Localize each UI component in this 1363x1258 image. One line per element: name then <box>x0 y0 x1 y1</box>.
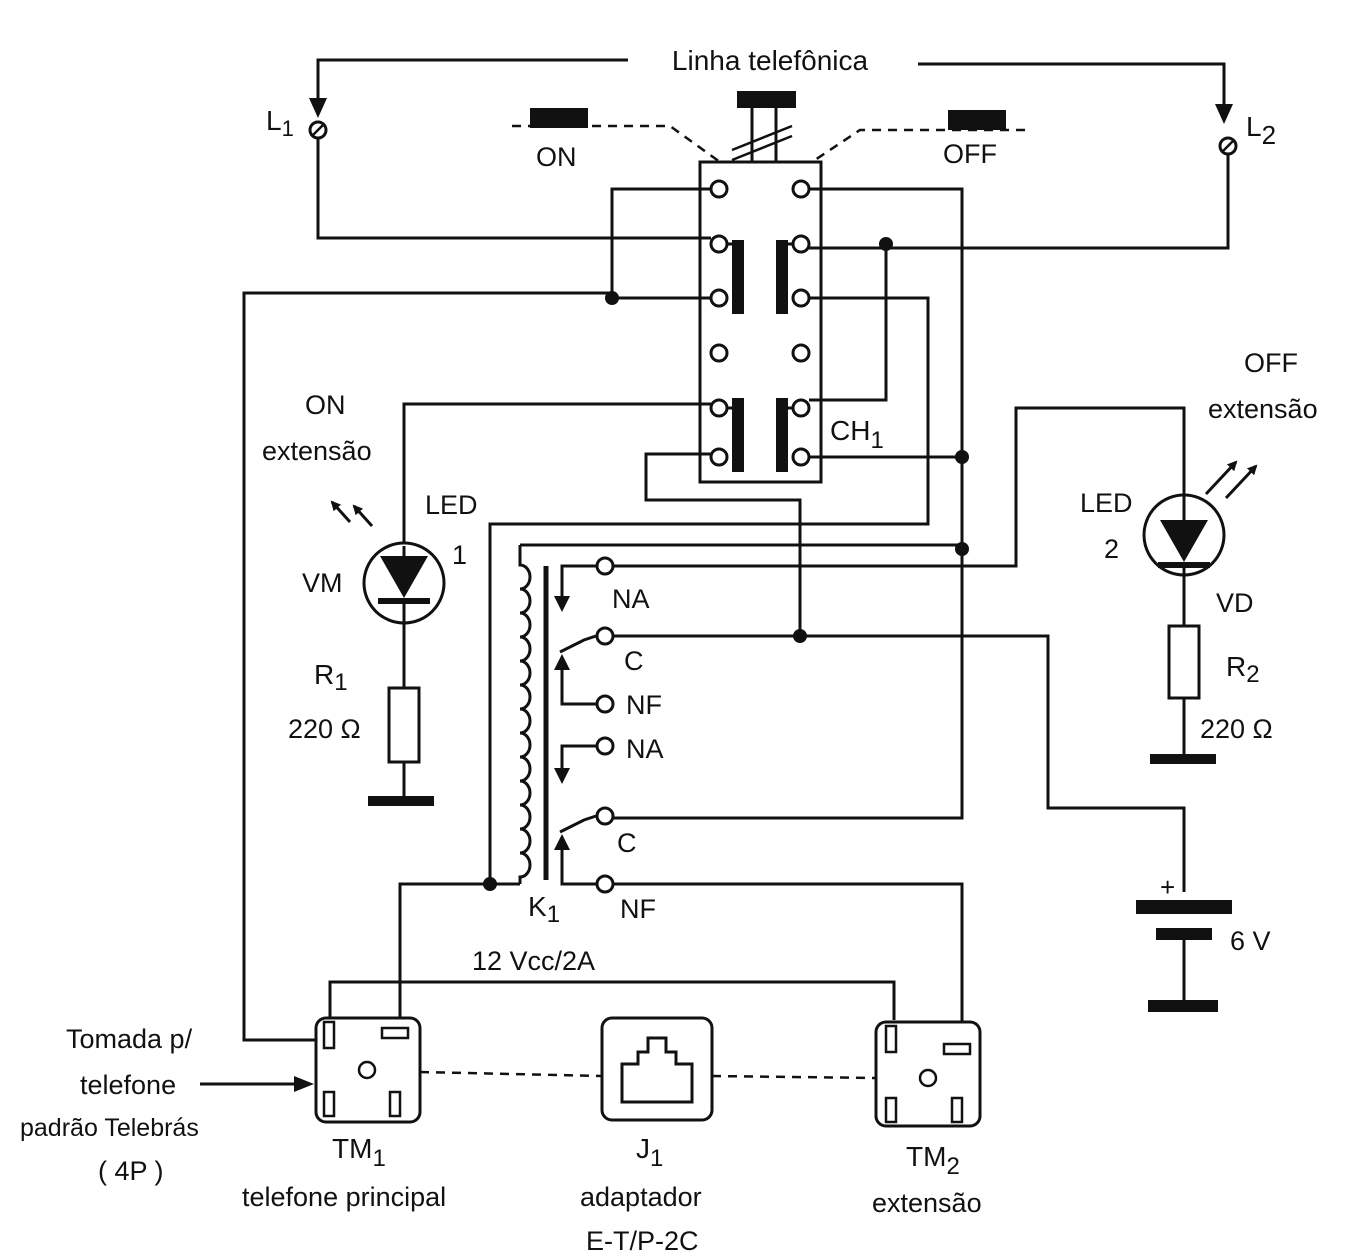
led1-state-label: ON <box>305 390 346 420</box>
r1-label: R1 <box>314 659 348 696</box>
tm2-caption: extensão <box>872 1188 982 1218</box>
battery-6v <box>1136 900 1232 1012</box>
relay-contact-c-2: C <box>617 828 637 858</box>
led1-state-sub: extensão <box>262 436 372 466</box>
battery-voltage: 6 V <box>1230 926 1271 956</box>
switch-on-label: ON <box>536 142 577 172</box>
switch-ref-label: CH1 <box>830 415 884 454</box>
tm1-label: TM1 <box>332 1133 386 1172</box>
line-terminal-l1 <box>308 120 328 140</box>
socket-tm2 <box>874 1020 982 1128</box>
switch-actuator <box>512 91 1025 164</box>
relay-ref-label: K1 <box>528 891 560 928</box>
note-line-1: Tomada p/ <box>66 1024 193 1054</box>
r2-value: 220 Ω <box>1200 714 1273 744</box>
led2-number: 2 <box>1104 534 1119 564</box>
led2-state-sub: extensão <box>1208 394 1318 424</box>
relay-contact-c-1: C <box>624 646 644 676</box>
note-line-4: ( 4P ) <box>98 1156 164 1186</box>
note-line-3: padrão Telebrás <box>20 1114 199 1142</box>
switch-ch1-body <box>698 160 823 484</box>
j1-label: J1 <box>636 1133 663 1172</box>
telephone-line <box>309 58 1233 124</box>
relay-k1 <box>518 545 615 894</box>
relay-contact-nf-2: NF <box>620 894 656 924</box>
circuit-wiring <box>242 138 1230 1042</box>
relay-rating: 12 Vcc/2A <box>472 946 595 976</box>
junction-dots <box>483 237 969 891</box>
j1-caption-2: E-T/P-2C <box>586 1226 699 1256</box>
resistor-r2 <box>1150 624 1216 764</box>
tm1-caption: telefone principal <box>242 1182 446 1212</box>
switch-off-label: OFF <box>943 139 997 169</box>
battery-plus: + <box>1160 872 1175 902</box>
resistor-r1 <box>368 686 434 806</box>
note-line-2: telefone <box>80 1070 176 1100</box>
led2-color-code: VD <box>1216 588 1254 618</box>
led1-symbol <box>330 500 446 688</box>
r2-label: R2 <box>1226 651 1260 688</box>
socket-dashed-links <box>419 1070 877 1080</box>
led1-number: 1 <box>452 540 467 570</box>
l1-label: L1 <box>266 105 294 141</box>
tm2-label: TM2 <box>906 1141 960 1180</box>
led1-type-label: LED <box>425 490 478 520</box>
led1-color-code: VM <box>302 568 343 598</box>
relay-contact-na-1: NA <box>612 584 650 614</box>
l2-label: L2 <box>1246 111 1276 150</box>
j1-caption-1: adaptador <box>580 1182 702 1212</box>
socket-tm1 <box>314 1016 422 1124</box>
line-title: Linha telefônica <box>672 45 869 76</box>
relay-contact-nf-1: NF <box>626 690 662 720</box>
note-arrow <box>200 1076 314 1092</box>
line-terminal-l2 <box>1218 136 1238 156</box>
led2-state-label: OFF <box>1244 348 1298 378</box>
adapter-j1 <box>600 1016 714 1122</box>
led2-symbol <box>1142 460 1258 626</box>
relay-contact-na-2: NA <box>626 734 664 764</box>
led2-type-label: LED <box>1080 488 1133 518</box>
r1-value: 220 Ω <box>288 714 361 744</box>
